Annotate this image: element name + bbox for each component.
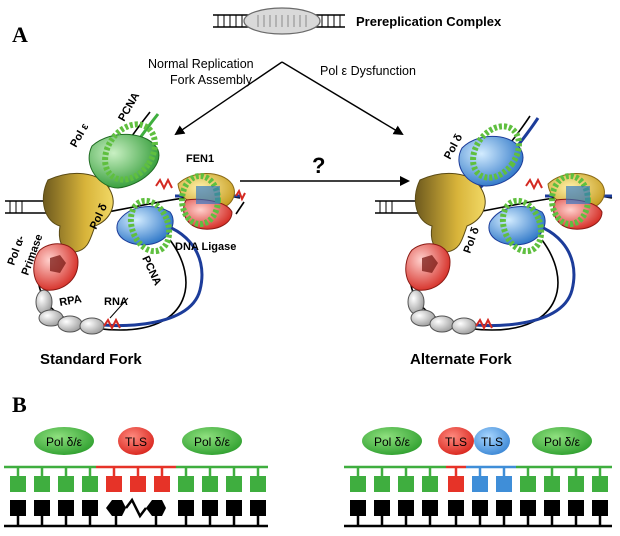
right-bubble-pol-2-label: Pol δ/ε [544, 435, 581, 449]
alternate-fork-title: Alternate Fork [410, 351, 512, 368]
left-bubble-pol-2-label: Pol δ/ε [194, 435, 231, 449]
standard-fork-title: Standard Fork [40, 351, 142, 368]
rpa-proteins [35, 289, 105, 335]
label-pcna-bottom: PCNA [139, 254, 163, 287]
prereplication-complex-graphic [213, 7, 345, 35]
pol-alpha-primase-alt [405, 243, 451, 291]
right-bubble-tls-red [438, 427, 474, 455]
panel-b-right-schematic: Pol δ/ε TLS TLS Pol δ/ε [344, 427, 612, 528]
right-bubble-tls-blue [474, 427, 510, 455]
normal-path-label-line2: Fork Assembly [170, 73, 253, 87]
pathway-arrows [174, 61, 410, 186]
standard-fork [5, 111, 246, 335]
label-rpa: RPA [58, 293, 82, 309]
left-bubble-tls [118, 427, 154, 455]
right-bubble-pol-2 [532, 427, 592, 455]
pol-alpha-primase [33, 243, 79, 291]
label-rna: RNA [104, 296, 128, 308]
left-bubble-tls-label: TLS [125, 435, 147, 449]
question-mark: ? [312, 153, 325, 178]
pol-epsilon [88, 121, 160, 189]
right-bubble-tls-blue-label: TLS [481, 435, 503, 449]
pol-delta-alt-top [458, 123, 524, 187]
fen1-ligase-complex [177, 173, 235, 230]
pol-delta-standard [116, 197, 174, 255]
fen1-ligase-complex-alt [547, 173, 605, 230]
label-pol-epsilon: Pol ε [68, 121, 91, 150]
rpa-proteins-alt [407, 289, 477, 335]
rna-primer-standard [103, 317, 121, 331]
alternate-fork [375, 115, 613, 335]
panel-a-letter: A [12, 22, 28, 47]
pol-delta-alt-bottom [488, 197, 546, 255]
panel-b-left-schematic: Pol δ/ε TLS Pol δ/ε [4, 427, 268, 528]
normal-path-label-line1: Normal Replication [148, 57, 254, 71]
right-bubble-pol-1 [362, 427, 422, 455]
dysfunction-path-label: Pol ε Dysfunction [320, 64, 416, 78]
left-bubble-pol-2 [182, 427, 242, 455]
right-bubble-tls-red-label: TLS [445, 435, 467, 449]
left-bubble-pol-1-label: Pol δ/ε [46, 435, 83, 449]
left-bubble-pol-1 [34, 427, 94, 455]
label-pcna-top: PCNA [116, 90, 142, 123]
label-fen1: FEN1 [186, 153, 214, 165]
label-dna-ligase: DNA Ligase [175, 241, 236, 253]
right-bubble-pol-1-label: Pol δ/ε [374, 435, 411, 449]
panel-b-letter: B [12, 392, 27, 417]
prereplication-complex-label: Prereplication Complex [356, 14, 502, 29]
